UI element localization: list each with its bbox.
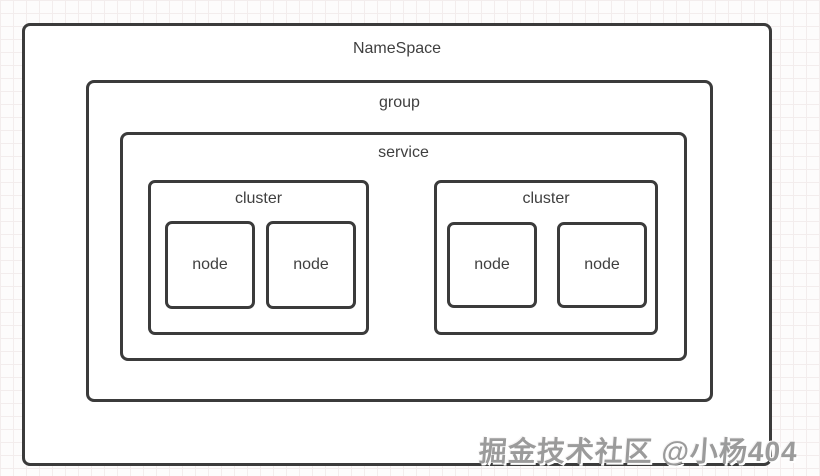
node-box: node: [557, 222, 647, 308]
node-box: node: [165, 221, 255, 309]
node-label: node: [584, 256, 620, 274]
service-label: service: [378, 144, 429, 161]
node-label: node: [192, 256, 228, 274]
cluster-label: cluster: [522, 190, 570, 207]
service-box: service cluster node node cluster node n…: [120, 132, 687, 361]
cluster-label: cluster: [234, 190, 283, 207]
group-label: group: [379, 94, 420, 111]
namespace-box: NameSpace group service cluster node nod…: [22, 23, 772, 466]
cluster-box-right: cluster node node: [434, 180, 658, 335]
watermark-text: 掘金技术社区 @小杨404: [477, 436, 799, 467]
node-label: node: [293, 256, 329, 274]
cluster-box-left: cluster node node: [148, 180, 369, 335]
namespace-label: NameSpace: [352, 40, 442, 57]
node-box: node: [447, 222, 537, 308]
node-label: node: [474, 256, 510, 274]
node-box: node: [266, 221, 356, 309]
group-box: group service cluster node node cluster …: [86, 80, 713, 402]
